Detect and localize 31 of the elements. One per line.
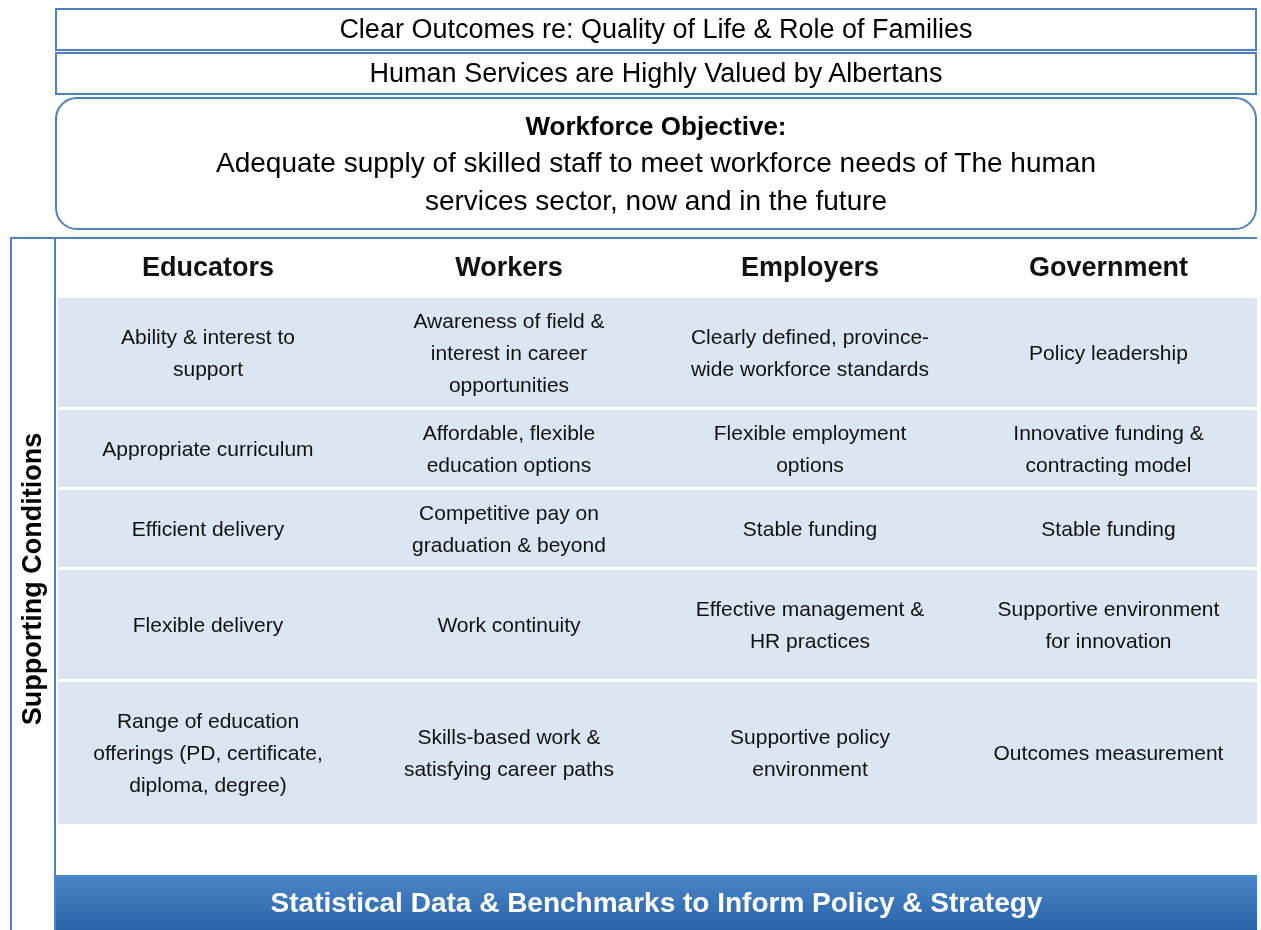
table-cell: Clearly defined, province-wide workforce standards [660, 296, 960, 407]
table-cell: Stable funding [960, 488, 1257, 567]
banner-box [55, 52, 1257, 95]
table-cell: Awareness of field & interest in career opportunities [358, 296, 660, 407]
table-cell: Policy leadership [960, 296, 1257, 407]
table-cell: Ability & interest to support [58, 296, 358, 407]
side-band [10, 237, 56, 930]
table-cell: Supportive environment for innovation [960, 568, 1257, 679]
table-cell: Outcomes measurement [960, 680, 1257, 824]
table-cell: Stable funding [660, 488, 960, 567]
table-cell: Flexible delivery [58, 568, 358, 679]
table-cell: Supportive policy environment [660, 680, 960, 824]
table-cell: Work continuity [358, 568, 660, 679]
objective-text: Adequate supply of skilled staff to meet workforce needs of The human services sector, now and in the future [215, 145, 1097, 218]
data-banner [56, 875, 1257, 930]
table-cell: Flexible employment options [660, 408, 960, 487]
table-cell: Innovative funding & contracting model [960, 408, 1257, 487]
objective-heading: Workforce Objective: [525, 109, 787, 143]
table-cell: Affordable, flexible education options [358, 408, 660, 487]
side-heading: Supporting Conditions [16, 432, 48, 726]
banner-text: Clear Outcomes re: Quality of Life & Role of Families [339, 14, 973, 45]
table-cell: Range of education offerings (PD, certificate, diploma, degree) [58, 680, 358, 824]
objective-box [55, 97, 1257, 230]
table-cell: Effective management & HR practices [660, 568, 960, 679]
banner-box [55, 8, 1257, 51]
banner-text: Human Services are Highly Valued by Albertans [369, 58, 943, 89]
table-cell: Competitive pay on graduation & beyond [358, 488, 660, 567]
table-cell: Efficient delivery [58, 488, 358, 567]
table-cell: Appropriate curriculum [58, 408, 358, 487]
banner-text: Statistical Data & Benchmarks to Inform Policy & Strategy [270, 886, 1043, 919]
table-cell: Skills-based work & satisfying career paths [358, 680, 660, 824]
